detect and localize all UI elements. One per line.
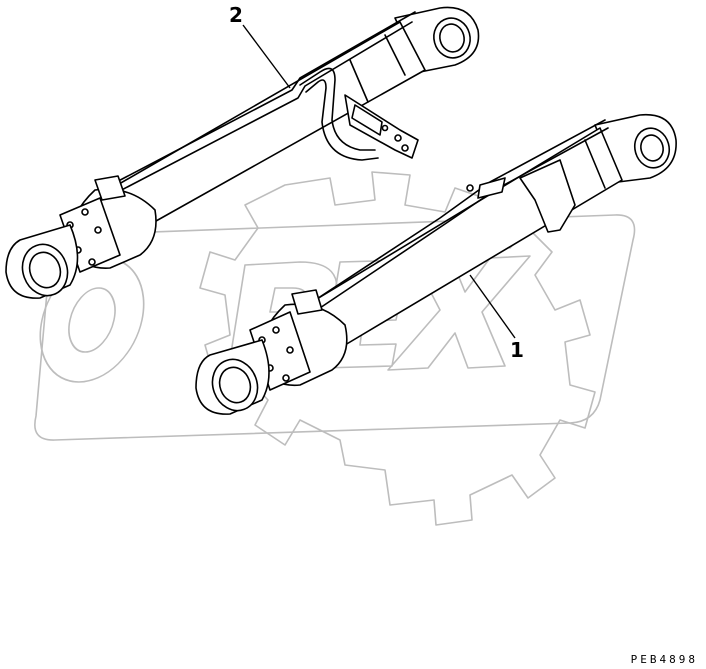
leader-lines <box>242 24 516 339</box>
callout-1: 1 <box>510 338 524 362</box>
cylinder-1 <box>195 113 677 415</box>
watermark-letter-x <box>387 255 531 371</box>
cylinder-2-fitting <box>94 175 126 201</box>
cylinder-1-fitting <box>291 289 323 315</box>
cylinder-1-barrel <box>311 127 623 346</box>
cylinder-2 <box>5 6 480 299</box>
watermark-gear <box>199 171 596 526</box>
cylinder-1-clamp <box>519 159 576 233</box>
drawing-code: PEB4898 <box>630 653 698 666</box>
cylinder-2-hose <box>104 11 416 189</box>
cylinder-1-hose <box>299 119 606 311</box>
leader-line-1 <box>469 274 516 339</box>
leader-line-2 <box>242 24 291 89</box>
callout-2: 2 <box>229 3 243 27</box>
